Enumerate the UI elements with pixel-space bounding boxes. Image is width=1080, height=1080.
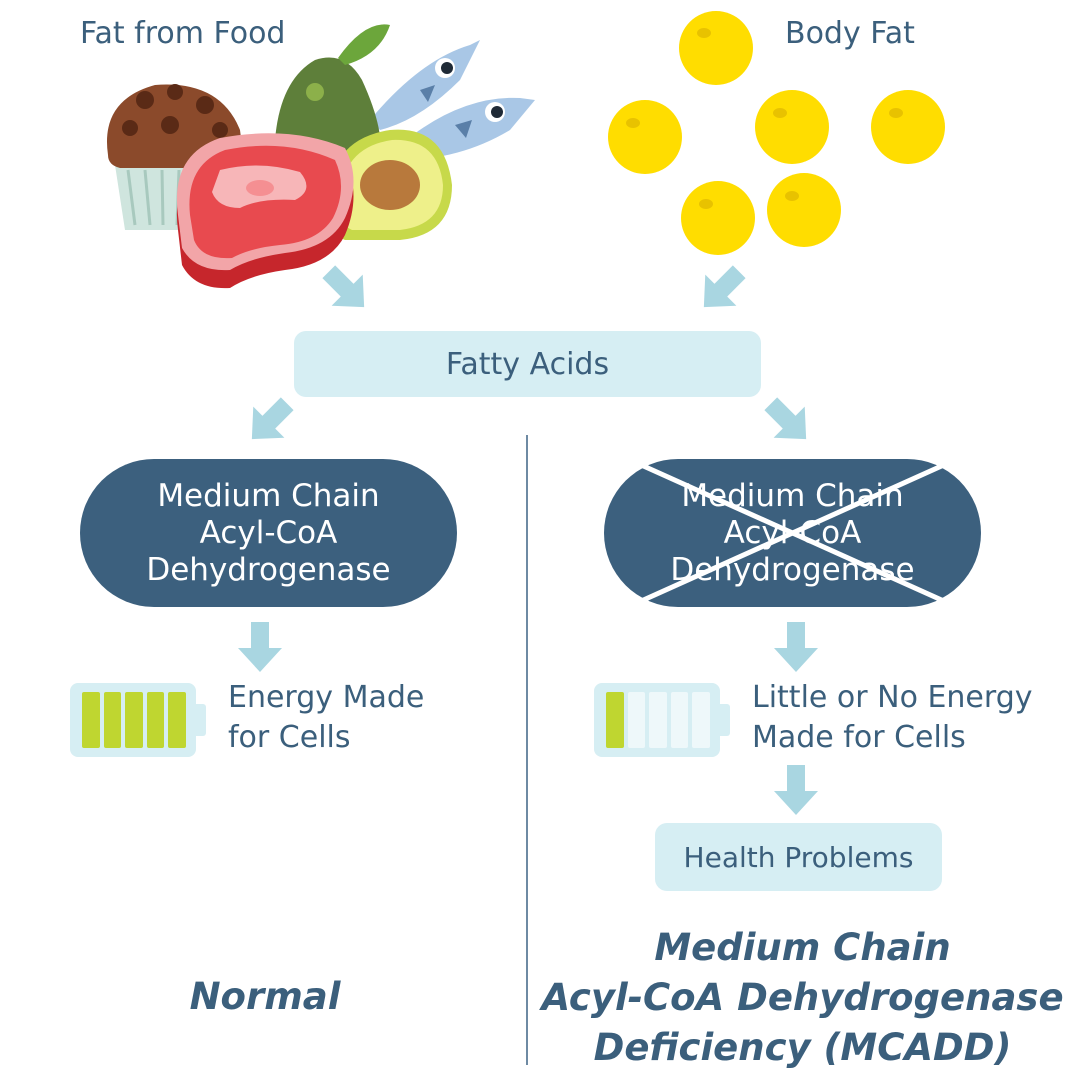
battery-cell [627, 692, 646, 748]
steak-icon [176, 133, 354, 289]
food-illustration [106, 24, 535, 289]
battery-cell [649, 692, 667, 748]
arrow-icon [313, 256, 380, 323]
body-fat-label: Body Fat [785, 16, 915, 51]
arrow-icon [236, 388, 303, 455]
fatty-acids-box: Fatty Acids [294, 331, 761, 397]
normal-enzyme-pill: Medium Chain Acyl-CoA Dehydrogenase [80, 459, 457, 607]
mcadd-title-line: Deficiency (MCADD) [593, 1026, 1012, 1069]
battery-cell [606, 692, 624, 748]
body-fat-illustration [608, 11, 945, 255]
arrow-icon [238, 622, 282, 672]
energy-line: Energy Made [228, 680, 425, 715]
battery-cell [168, 692, 186, 748]
avocado-icon [275, 24, 452, 240]
arrow-icon [774, 622, 818, 672]
battery-cells [82, 692, 186, 748]
fat-droplet-icon [608, 11, 945, 255]
battery-cell [103, 692, 122, 748]
mcadd-enzyme-pill: Medium Chain Acyl-CoA Dehydrogenase [604, 459, 981, 607]
battery-cells [606, 692, 710, 748]
divider-line [526, 435, 528, 1065]
energy-line: for Cells [228, 720, 351, 755]
energy-line: Little or No Energy [752, 680, 1033, 715]
battery-cell [125, 692, 143, 748]
battery-tip [720, 704, 730, 736]
cross-out-icon [637, 461, 948, 605]
battery-cell [146, 692, 165, 748]
battery-tip [196, 704, 206, 736]
battery-cell [82, 692, 100, 748]
enzyme-line: Medium Chain [681, 477, 904, 514]
normal-title: Normal [189, 975, 341, 1018]
fatty-acids-label: Fatty Acids [445, 346, 610, 382]
battery-cell [692, 692, 710, 748]
arrow-icon [774, 765, 818, 815]
mcadd-title: Medium Chain Acyl-CoA Dehydrogenase Defi… [540, 923, 1065, 1073]
enzyme-line: Acyl-CoA [199, 514, 338, 551]
health-problems-box: Health Problems [655, 823, 942, 891]
food-label: Fat from Food [80, 16, 286, 51]
normal-energy-text: Energy Made for Cells [228, 678, 424, 758]
health-problems-label: Health Problems [683, 840, 914, 874]
arrow-icon [755, 388, 822, 455]
mcadd-title-line: Medium Chain [654, 926, 951, 969]
enzyme-line: Dehydrogenase [146, 551, 391, 588]
arrow-icon [688, 256, 755, 323]
enzyme-line: Medium Chain [157, 477, 380, 514]
battery-cell [670, 692, 689, 748]
mcadd-title-line: Acyl-CoA Dehydrogenase [541, 976, 1064, 1019]
energy-line: Made for Cells [752, 720, 966, 755]
mcadd-energy-text: Little or No Energy Made for Cells [752, 678, 1033, 758]
